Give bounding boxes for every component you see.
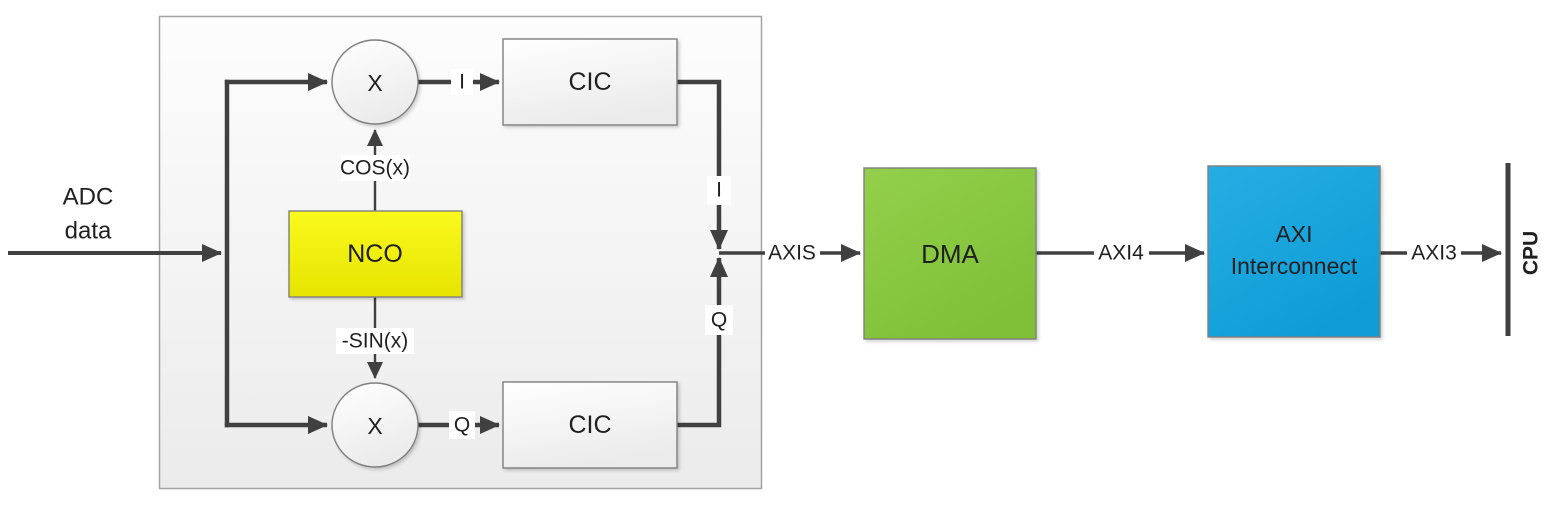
adc-data-label-line1: ADC — [63, 184, 114, 211]
axis-label-mask — [765, 240, 820, 266]
q-bottom-signal-label: Q — [454, 414, 470, 437]
axi4-label-mask — [1094, 240, 1149, 266]
i-right-label-mask — [707, 176, 731, 205]
nco-label: NCO — [347, 240, 403, 268]
sin-label-mask — [336, 328, 414, 354]
cic-bottom-label: CIC — [568, 411, 611, 439]
q-bottom-label-mask — [449, 411, 475, 439]
axi-interconnect-label-line1: AXI — [1275, 221, 1312, 247]
axi3-label-mask — [1407, 240, 1461, 266]
dma-block — [863, 167, 1037, 340]
multiplier-top-circle — [331, 39, 419, 125]
axi3-bus-label: AXI3 — [1411, 242, 1457, 265]
cpu-label: CPU — [1520, 231, 1543, 275]
cos-label-mask — [341, 155, 410, 181]
i-top-signal-label: I — [459, 71, 465, 94]
multiplier-bottom-circle — [331, 382, 419, 468]
multiplier-bottom-symbol: X — [367, 413, 382, 439]
q-right-signal-label: Q — [711, 309, 727, 332]
dma-label: DMA — [921, 239, 979, 269]
i-right-signal-label: I — [716, 179, 722, 202]
i-top-label-mask — [451, 69, 473, 95]
nco-block — [288, 210, 463, 298]
adc-data-label-line2: data — [65, 218, 112, 245]
axi-interconnect-label-line2: Interconnect — [1231, 253, 1358, 279]
sin-signal-label: -SIN(x) — [342, 330, 409, 353]
multiplier-top-symbol: X — [367, 70, 382, 96]
cic-bottom-block — [502, 381, 678, 469]
q-right-label-mask — [705, 305, 733, 335]
axis-bus-label: AXIS — [768, 242, 816, 265]
cos-signal-label: COS(x) — [340, 157, 410, 180]
cic-top-block — [502, 38, 678, 126]
axi4-bus-label: AXI4 — [1098, 242, 1144, 265]
cic-top-label: CIC — [568, 68, 611, 96]
axi-interconnect-block — [1207, 165, 1381, 338]
